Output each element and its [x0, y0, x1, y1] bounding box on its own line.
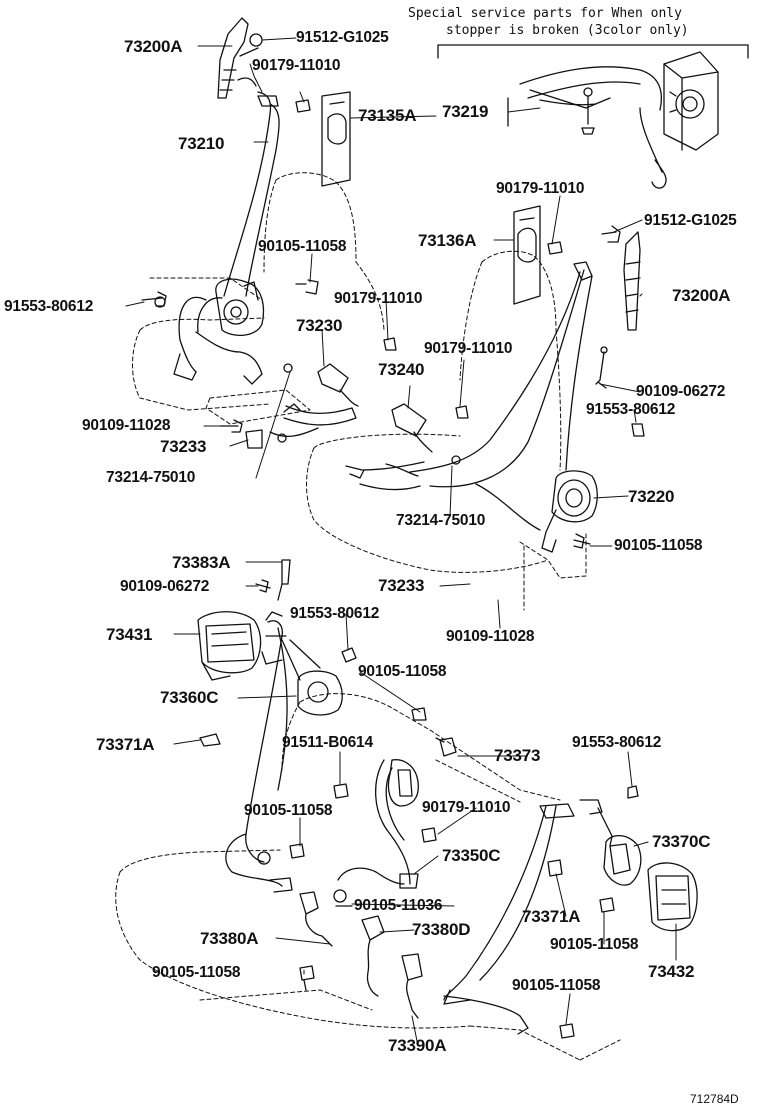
part-label-73233-left: 73233 [160, 437, 207, 456]
part-label-73214-75010-mid: 73214-75010 [396, 512, 486, 529]
part-label-73210: 73210 [178, 134, 225, 153]
part-label-90105-11058-f: 90105-11058 [152, 964, 241, 981]
part-label-73432: 73432 [648, 962, 695, 981]
rear-seat-outline [115, 693, 621, 1061]
part-label-90105-11058-c: 90105-11058 [358, 663, 447, 680]
part-label-90109-06272-left: 90109-06272 [120, 578, 210, 595]
part-label-73230: 73230 [296, 316, 343, 335]
part-label-90109-11028-left: 90109-11028 [82, 417, 171, 434]
part-label-73380d: 73380D [412, 920, 471, 939]
part-label-90179-11010-c: 90179-11010 [424, 340, 513, 357]
part-label-90105-11036: 90105-11036 [354, 897, 443, 914]
part-label-90105-11058-b: 90105-11058 [614, 537, 703, 554]
part-label-73136a: 73136A [418, 231, 477, 250]
left-seat-outline [132, 172, 385, 425]
part-label-73200a-right: 73200A [672, 286, 731, 305]
part-label-73370c: 73370C [652, 832, 711, 851]
figure-code: 712784D [690, 1092, 739, 1106]
part-label-90105-11058-g: 90105-11058 [512, 977, 601, 994]
service-bracket [437, 44, 749, 59]
part-label-73240: 73240 [378, 360, 425, 379]
service-note-line-2: stopper is broken (3color only) [446, 23, 689, 38]
right-belt-assembly [345, 205, 645, 553]
part-label-73371a-left: 73371A [96, 735, 155, 754]
part-label-90109-06272-right: 90109-06272 [636, 383, 726, 400]
part-label-73350c: 73350C [442, 846, 501, 865]
part-label-91512-g1025-right: 91512-G1025 [644, 212, 737, 229]
part-label-73431: 73431 [106, 625, 153, 644]
rear-belt-assembly [197, 559, 698, 1039]
part-label-90179-11010-b: 90179-11010 [334, 290, 423, 307]
part-label-73373: 73373 [494, 746, 541, 765]
stopper-assembly-drawing [507, 51, 719, 189]
part-label-73233-mid: 73233 [378, 576, 425, 595]
part-label-73371a-right: 73371A [522, 907, 581, 926]
part-label-73219: 73219 [442, 102, 489, 121]
part-label-91553-80612-lower: 91553-80612 [572, 734, 662, 751]
part-label-90105-11058-a: 90105-11058 [258, 238, 347, 255]
part-label-73214-75010-left: 73214-75010 [106, 469, 196, 486]
part-label-90109-11028-mid: 90109-11028 [446, 628, 535, 645]
part-label-91511-b0614: 91511-B0614 [282, 734, 373, 751]
part-label-90105-11058-d: 90105-11058 [244, 802, 333, 819]
left-belt-assembly [141, 17, 359, 449]
part-label-73200a-top: 73200A [124, 37, 183, 56]
part-label-90179-11010-mid: 90179-11010 [496, 180, 585, 197]
service-note-line-1: Special service parts for When only [408, 6, 682, 21]
part-label-91553-80612-right: 91553-80612 [586, 401, 676, 418]
part-label-73383a: 73383A [172, 553, 231, 572]
part-label-73380a: 73380A [200, 929, 259, 948]
part-label-91553-80612-mid: 91553-80612 [290, 605, 380, 622]
part-label-90179-11010-d: 90179-11010 [422, 799, 511, 816]
part-label-91553-80612-left: 91553-80612 [4, 298, 94, 315]
part-label-73360c: 73360C [160, 688, 219, 707]
leader-lines [125, 37, 677, 1047]
part-label-73390a: 73390A [388, 1036, 447, 1055]
part-label-73135a: 73135A [358, 106, 417, 125]
right-seat-outline [306, 250, 587, 611]
part-label-90105-11058-e: 90105-11058 [550, 936, 639, 953]
part-label-90179-11010-top: 90179-11010 [252, 57, 341, 74]
part-label-91512-g1025-top: 91512-G1025 [296, 29, 389, 46]
part-label-73220: 73220 [628, 487, 675, 506]
